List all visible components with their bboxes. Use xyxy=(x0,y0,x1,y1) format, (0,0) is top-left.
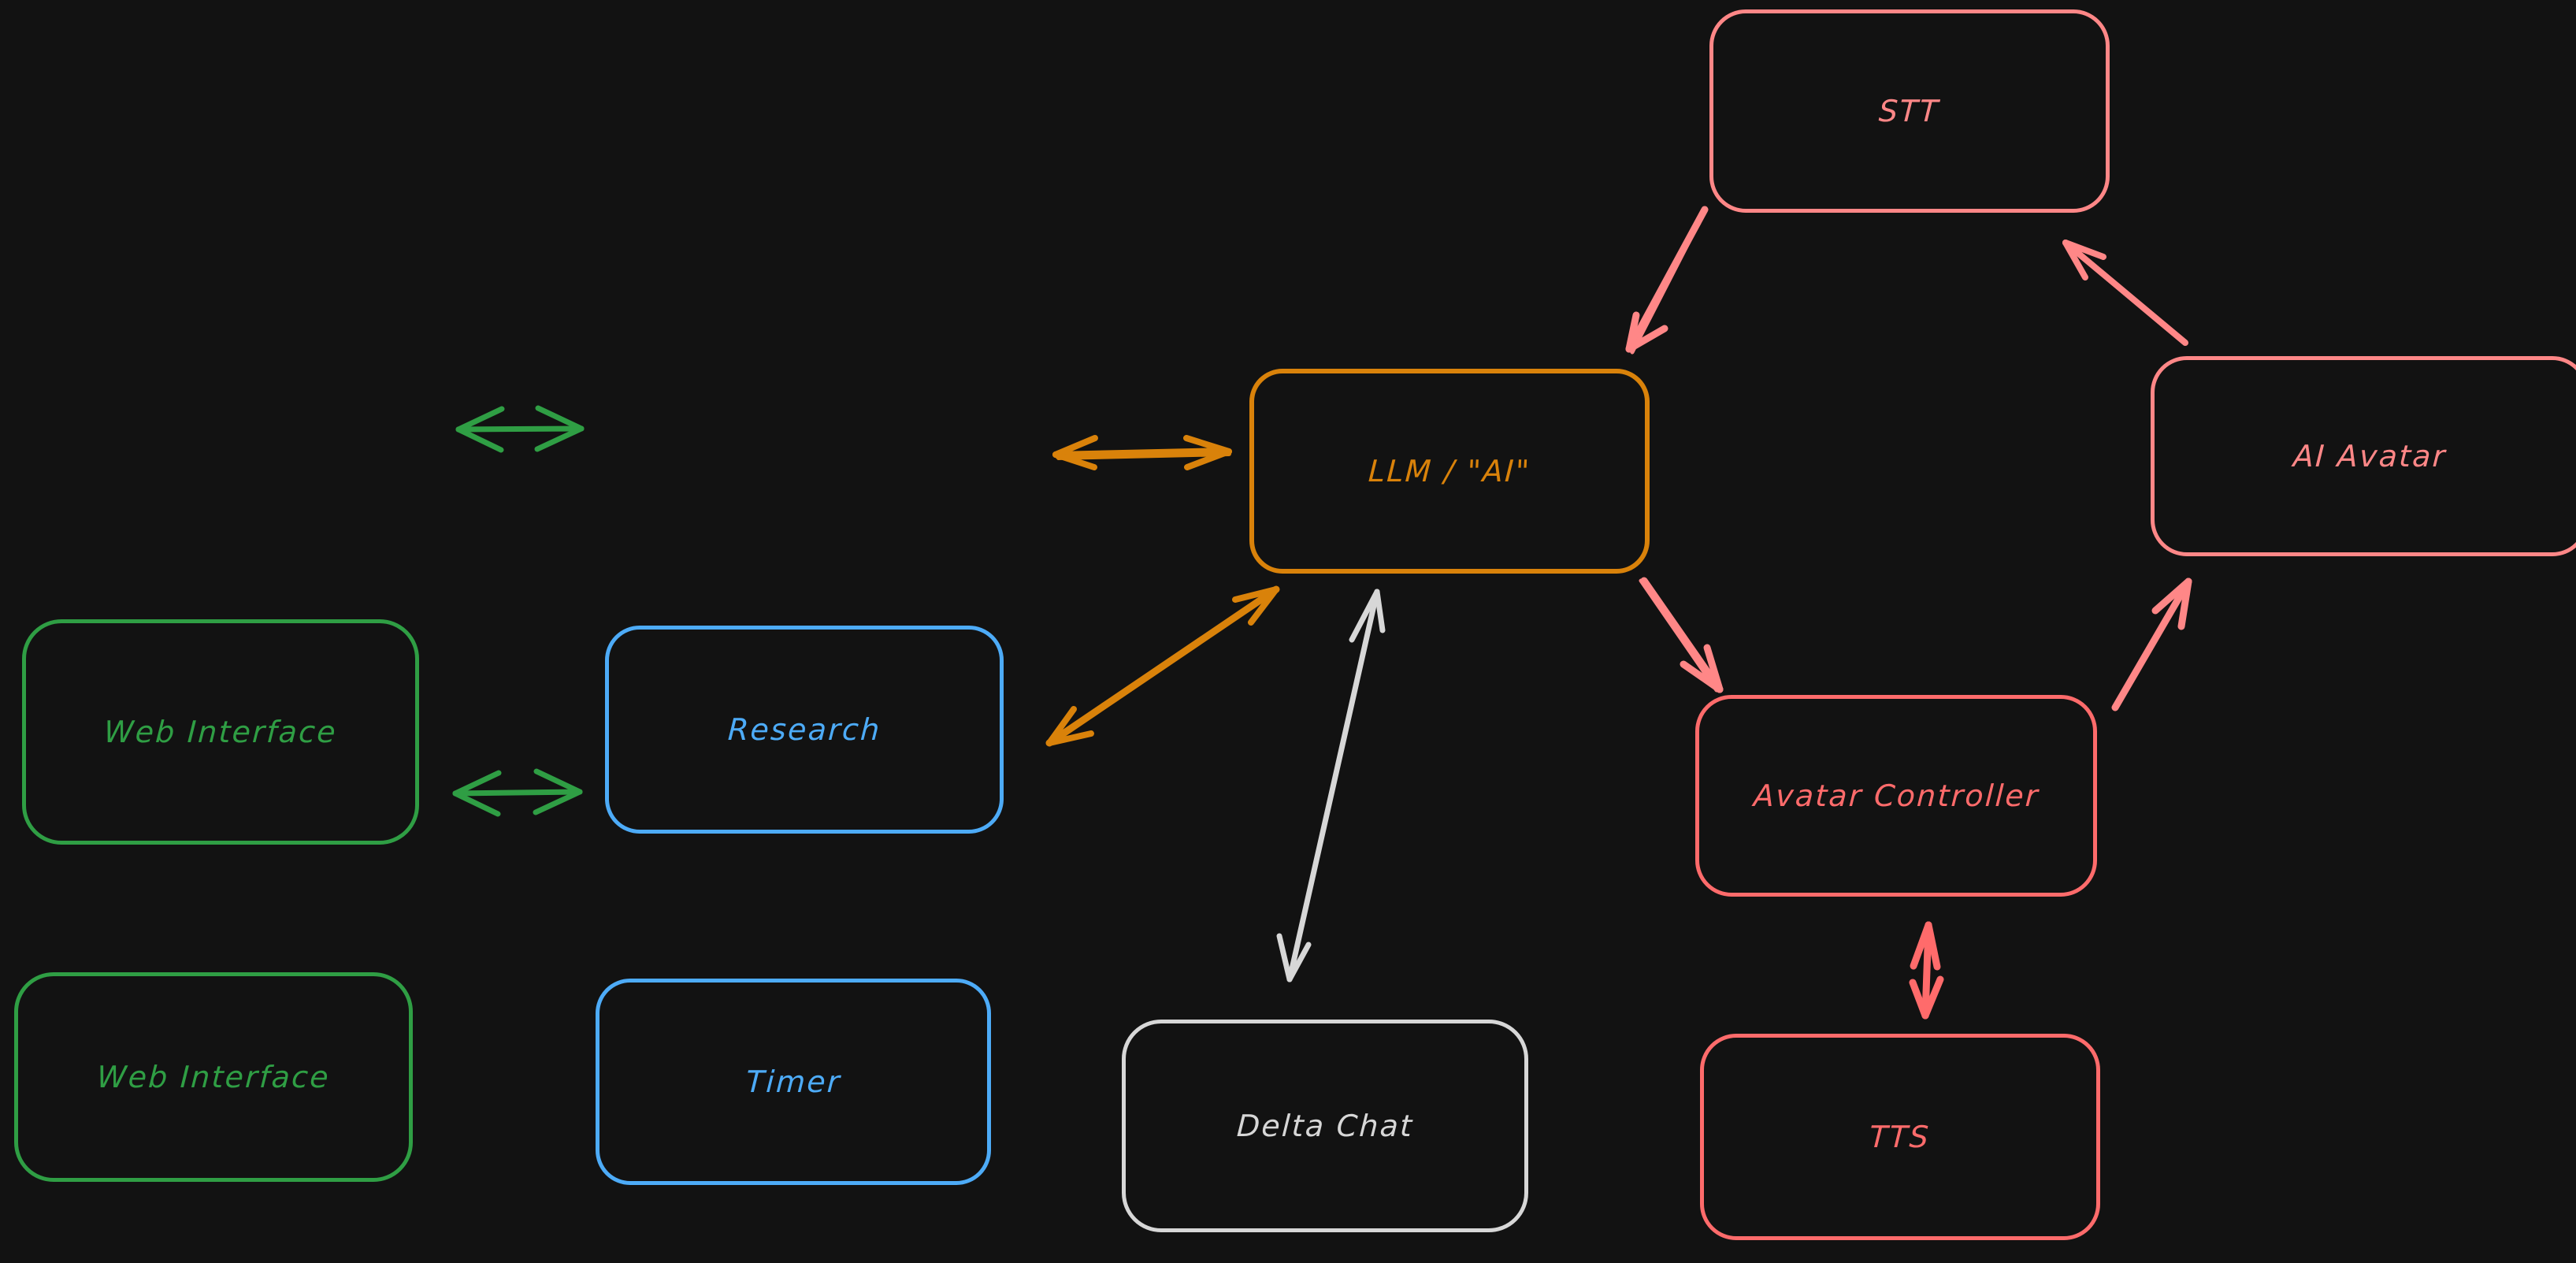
node-label-stt: STT xyxy=(1878,94,1941,128)
edge-avatarcontroller-tts xyxy=(1909,921,1944,1020)
edge-web-interface-timer xyxy=(452,768,583,817)
edge-avatarcontroller-aiavatar xyxy=(2111,578,2192,711)
node-research[interactable]: Research xyxy=(605,626,1004,834)
node-web-interface-timer[interactable]: Web Interface xyxy=(14,972,413,1182)
node-label-web-interface-research: Web Interface xyxy=(102,715,339,749)
node-llm-ai[interactable]: LLM / "AI" xyxy=(1249,369,1650,574)
node-label-timer: Timer xyxy=(744,1064,842,1099)
edge-timer-llm xyxy=(1045,585,1280,747)
node-web-interface-research[interactable]: Web Interface xyxy=(22,619,419,845)
edge-llm-avatarcontroller xyxy=(1639,577,1724,693)
edge-aiavatar-stt xyxy=(2062,240,2188,346)
node-label-avatar-controller: Avatar Controller xyxy=(1752,778,2040,813)
edge-stt-llm xyxy=(1625,206,1709,355)
node-timer[interactable]: Timer xyxy=(596,979,991,1185)
node-label-delta-chat: Delta Chat xyxy=(1235,1109,1415,1143)
node-label-research: Research xyxy=(726,712,882,747)
node-label-ai-avatar: AI Avatar xyxy=(2292,439,2448,474)
edge-research-llm xyxy=(1052,435,1232,470)
node-tts[interactable]: TTS xyxy=(1700,1034,2100,1240)
edge-deltachat-llm xyxy=(1276,589,1386,983)
node-stt[interactable]: STT xyxy=(1709,9,2110,213)
edge-web-interface-research xyxy=(455,405,585,453)
node-delta-chat[interactable]: Delta Chat xyxy=(1122,1020,1528,1232)
node-label-web-interface-timer: Web Interface xyxy=(95,1060,332,1094)
node-ai-avatar[interactable]: AI Avatar xyxy=(2151,356,2576,556)
node-label-llm-ai: LLM / "AI" xyxy=(1367,454,1532,488)
node-avatar-controller[interactable]: Avatar Controller xyxy=(1695,695,2097,897)
node-label-tts: TTS xyxy=(1869,1120,1932,1154)
